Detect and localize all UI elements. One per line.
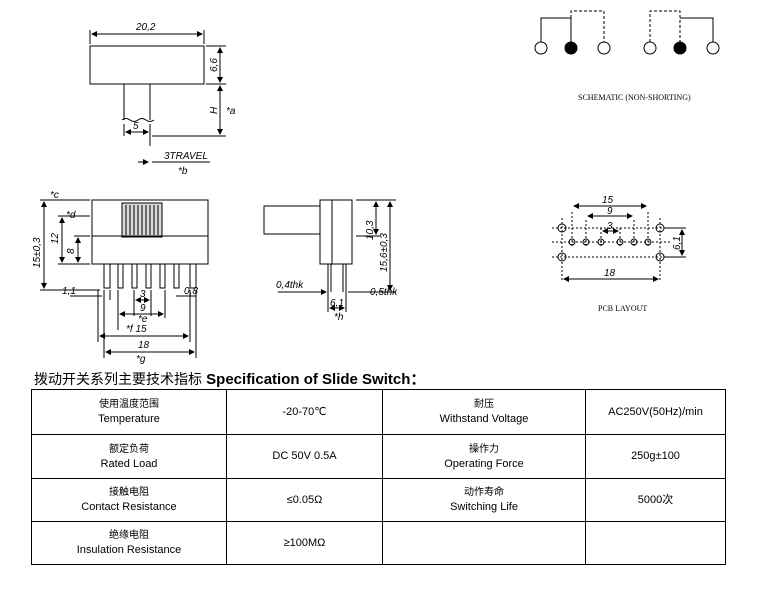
label-operating-force: 操作力 Operating Force	[382, 434, 586, 479]
spec-title-cn: 拨动开关系列主要技术指标	[34, 372, 202, 388]
value-temperature: -20-70℃	[226, 389, 383, 435]
label-cn: 耐压	[474, 399, 494, 410]
schematic-caption: SCHEMATIC (NON-SHORTING)	[578, 93, 691, 102]
pcb-dim-15: 15	[602, 195, 614, 206]
value-operating-force: 250g±100	[585, 434, 726, 479]
pcb-dim-18: 18	[604, 268, 616, 279]
label-cn: 绝缘电阻	[109, 530, 149, 541]
dim-thickness: 6,6	[209, 58, 220, 72]
label-en: Contact Resistance	[81, 501, 177, 513]
pcb-caption: PCB LAYOUT	[598, 304, 647, 313]
label-insulation-resistance: 绝缘电阻 Insulation Resistance	[31, 521, 227, 565]
pcb-dim-9: 9	[607, 206, 613, 217]
label-en: Switching Life	[450, 501, 518, 513]
note-a: *a	[226, 106, 236, 117]
note-g: *g	[136, 354, 146, 365]
note-f: *f 15	[126, 324, 147, 335]
spec-title-en: Specification of Slide Switch	[206, 371, 411, 388]
dim-travel: 3TRAVEL	[164, 151, 208, 162]
dim-9: 9	[140, 303, 146, 314]
dim-15-6: 15,6±0,3	[379, 233, 390, 272]
label-temperature: 使用温度范围 Temperature	[31, 389, 227, 435]
dim-0-4thk: 0,4thk	[276, 280, 304, 291]
dim-1-1: 1,1	[62, 286, 76, 297]
note-c: *c	[50, 190, 59, 201]
technical-drawings: 20,2 6,6 H *a 5 3TRAVEL *b SCHEMATIC (NO…	[32, 10, 720, 365]
value-withstand-voltage: AC250V(50Hz)/min	[585, 389, 726, 435]
spec-table: 使用温度范围 Temperature -20-70℃ 耐压 Withstand …	[31, 389, 726, 565]
label-en: Withstand Voltage	[439, 413, 529, 425]
label-cn: 接触电阻	[109, 487, 149, 498]
top-view-drawing	[89, 30, 226, 165]
dim-12: 12	[50, 232, 61, 244]
label-cn: 使用温度范围	[99, 399, 159, 410]
table-row: 使用温度范围 Temperature -20-70℃ 耐压 Withstand …	[31, 389, 726, 435]
table-row: 额定负荷 Rated Load DC 50V 0.5A 操作力 Operatin…	[31, 434, 726, 479]
value-insulation-resistance: ≥100MΩ	[226, 521, 383, 565]
dim-stem: 5	[133, 121, 139, 132]
label-cn: 动作寿命	[464, 487, 504, 498]
label-en: Temperature	[98, 413, 160, 425]
pcb-dim-3: 3	[607, 221, 613, 232]
note-e: *e	[138, 314, 148, 325]
note-b: *b	[178, 166, 188, 177]
side-view-drawing	[263, 199, 396, 312]
note-d: *d	[66, 210, 76, 221]
dim-0-8: 0,8	[184, 286, 198, 297]
dim-15: 15±0,3	[32, 237, 43, 268]
dim-0-5thk: 0,5thk	[370, 287, 398, 298]
empty-cell	[382, 521, 586, 565]
dim-10-3: 10,3	[365, 220, 376, 240]
dim-width: 20,2	[135, 22, 156, 33]
value-contact-resistance: ≤0.05Ω	[226, 478, 383, 522]
note-h: *h	[334, 312, 344, 323]
label-cn: 操作力	[469, 443, 499, 455]
label-switching-life: 动作寿命 Switching Life	[382, 478, 586, 522]
label-withstand-voltage: 耐压 Withstand Voltage	[382, 389, 586, 435]
dim-18: 18	[138, 340, 150, 351]
label-cn: 额定负荷	[109, 443, 149, 455]
dim-8: 8	[66, 248, 77, 254]
pcb-layout-drawing	[552, 203, 686, 282]
empty-cell	[585, 521, 726, 565]
pcb-dim-6-1: 6,1	[672, 236, 683, 250]
value-switching-life: 5000次	[585, 478, 726, 522]
dim-height: H	[209, 106, 220, 114]
dim-3: 3	[140, 289, 146, 300]
dim-6-1: 6,1	[330, 298, 344, 309]
value-rated-load: DC 50V 0.5A	[226, 434, 383, 479]
schematic-drawing	[534, 10, 720, 55]
table-row: 绝缘电阻 Insulation Resistance ≥100MΩ	[31, 521, 726, 565]
label-contact-resistance: 接触电阻 Contact Resistance	[31, 478, 227, 522]
label-en: Rated Load	[100, 457, 158, 470]
table-row: 接触电阻 Contact Resistance ≤0.05Ω 动作寿命 Swit…	[31, 478, 726, 522]
label-en: Insulation Resistance	[76, 544, 182, 556]
spec-title-colon: ：	[410, 371, 426, 388]
label-rated-load: 额定负荷 Rated Load	[31, 434, 227, 479]
front-view-drawing	[40, 199, 209, 358]
label-en: Operating Force	[444, 457, 524, 470]
spec-title: 拨动开关系列主要技术指标 Specification of Slide Swit…	[34, 368, 425, 389]
